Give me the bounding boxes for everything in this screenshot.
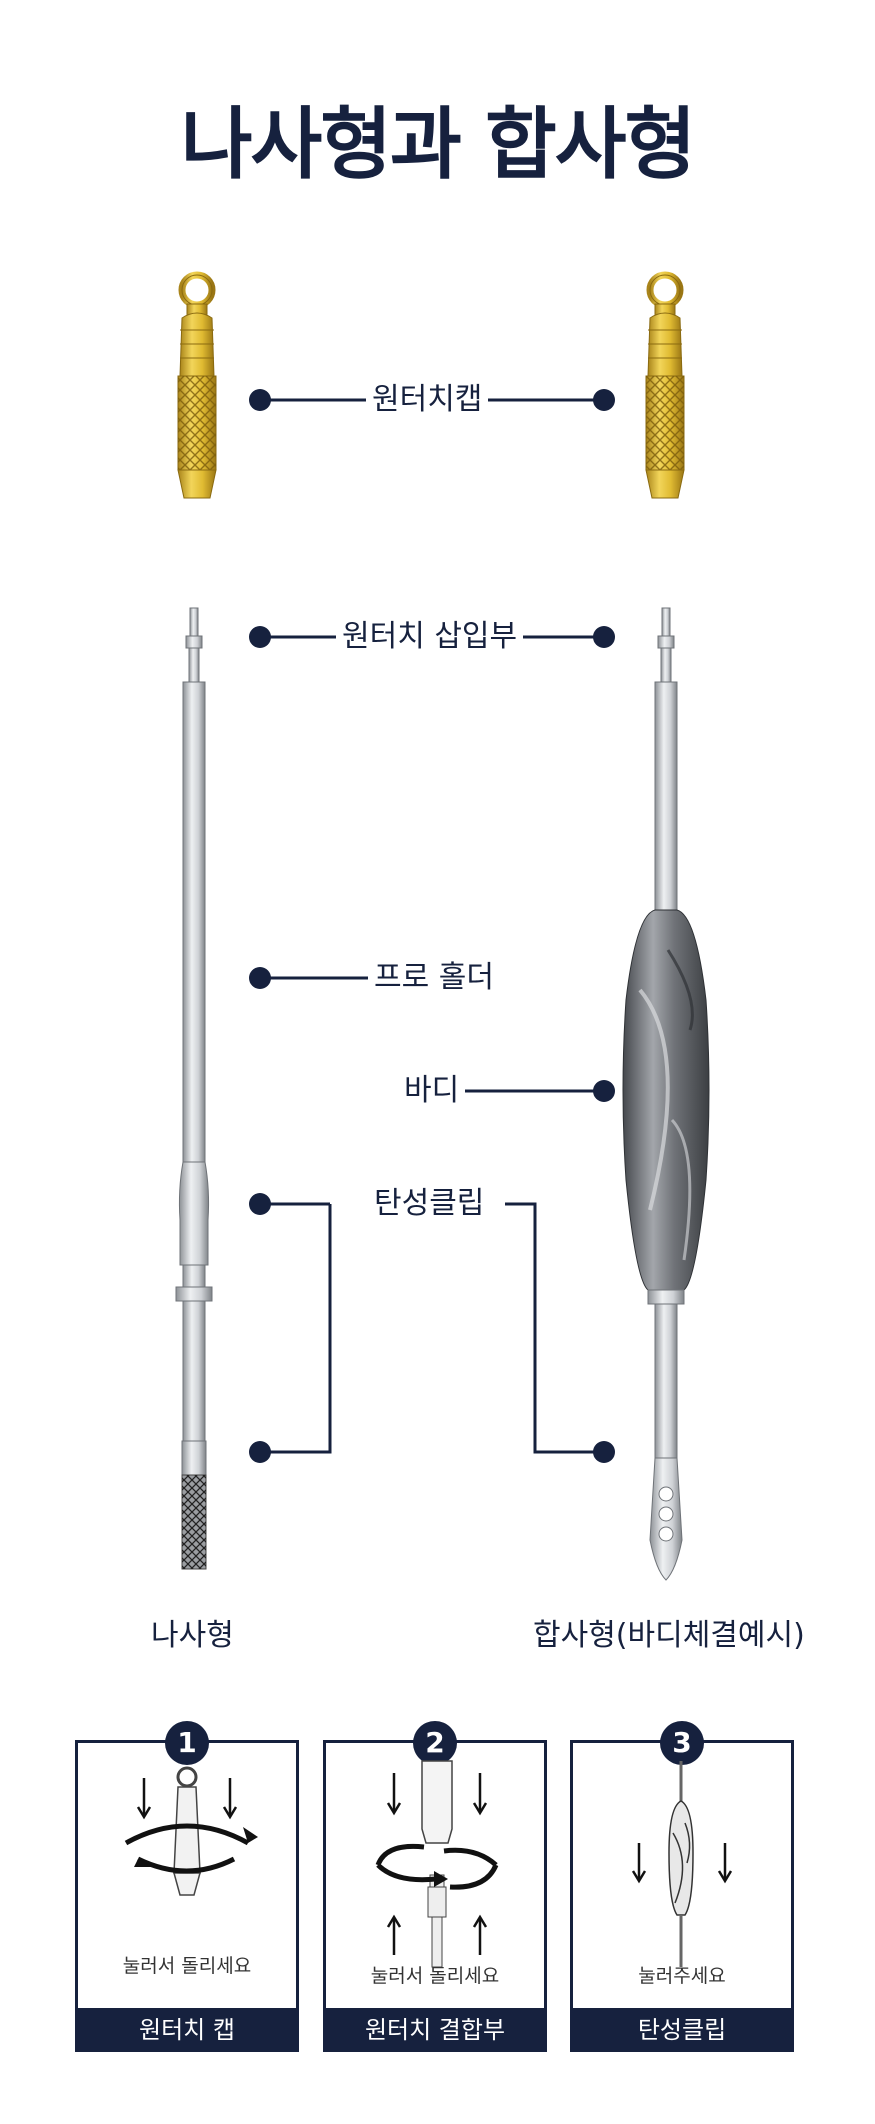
label-onetouch-cap: 원터치캡 — [366, 380, 489, 420]
step-footer-1: 원터치 캡 — [75, 2008, 299, 2052]
step-footer-2: 원터치 결합부 — [323, 2008, 547, 2052]
left-onetouch-cap — [177, 271, 217, 499]
step-number-1: 1 — [165, 1721, 209, 1765]
step-3-illustration — [631, 1761, 733, 1967]
leader-lines — [260, 398, 610, 1454]
label-onetouch-insert: 원터치 삽입부 — [336, 617, 524, 657]
step-card-3: 3 눌러주세요 탄성클립 — [570, 1721, 794, 2052]
label-body: 바디 — [398, 1071, 466, 1111]
step-hint-2: 눌러서 돌리세요 — [370, 1965, 500, 1987]
label-elastic-clip: 탄성클립 — [368, 1184, 491, 1224]
right-onetouch-cap — [645, 271, 685, 499]
label-pro-holder: 프로 홀더 — [368, 958, 500, 998]
step-1-illustration — [124, 1766, 258, 1896]
left-screw-type-holder — [175, 607, 213, 1570]
caption-screw-type: 나사형 — [151, 1618, 234, 1653]
step-footer-3: 탄성클립 — [570, 2008, 794, 2052]
step-number-2: 2 — [413, 1721, 457, 1765]
step-card-1: 1 눌러서 돌리세요 원터치 캡 — [75, 1721, 299, 2052]
right-integrated-holder — [622, 607, 710, 1581]
step-number-3: 3 — [660, 1721, 704, 1765]
caption-integrated-type: 합사형(바디체결예시) — [533, 1618, 805, 1653]
rod-diagram — [175, 271, 710, 1581]
page-title: 나사형과 합사형 — [180, 100, 696, 190]
leader-dots — [249, 389, 615, 1463]
step-2-illustration — [375, 1760, 499, 1968]
step-hint-1: 눌러서 돌리세요 — [122, 1955, 252, 1977]
step-hint-3: 눌러주세요 — [638, 1965, 726, 1987]
step-card-2: 2 눌러서 돌리세요 원터치 결합부 — [323, 1721, 547, 2052]
